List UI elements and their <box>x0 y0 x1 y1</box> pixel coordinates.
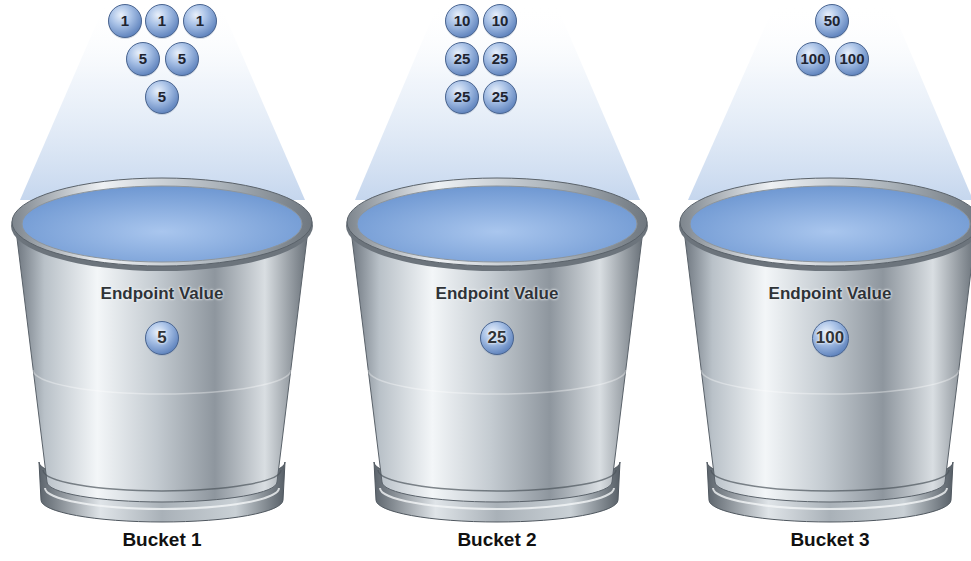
ball-value: 25 <box>488 327 507 349</box>
value-ball: 1 <box>182 3 218 39</box>
value-ball: 10 <box>444 3 480 39</box>
value-ball: 50 <box>814 3 850 39</box>
endpoint-label: Endpoint Value <box>675 283 971 305</box>
light-beam <box>688 4 971 200</box>
ball-value: 1 <box>196 12 204 30</box>
bucket-label: Bucket 3 <box>675 528 971 552</box>
bucket-node: Endpoint ValueBucket 1 5 <box>7 170 317 560</box>
bucket-drawing <box>342 170 652 560</box>
value-ball: 1 <box>107 3 143 39</box>
ball-value: 5 <box>178 50 186 68</box>
ball-value: 1 <box>158 12 166 30</box>
value-ball: 25 <box>482 41 518 77</box>
light-beam <box>20 4 305 200</box>
ball-value: 5 <box>139 50 147 68</box>
value-ball: 25 <box>444 41 480 77</box>
ball-value: 50 <box>824 12 841 30</box>
bucket-node: Endpoint ValueBucket 2 25 <box>342 170 652 560</box>
ball-value: 25 <box>492 50 509 68</box>
value-ball: 5 <box>164 41 200 77</box>
value-ball: 10 <box>482 3 518 39</box>
ball-value: 5 <box>157 327 166 349</box>
ball-value: 25 <box>492 88 509 106</box>
value-ball: 5 <box>125 41 161 77</box>
ball-value: 5 <box>158 88 166 106</box>
ball-value: 25 <box>454 88 471 106</box>
bucket-label: Bucket 2 <box>342 528 652 552</box>
light-beam <box>355 4 640 200</box>
bucket-drawing <box>675 170 971 560</box>
ball-value: 100 <box>800 50 825 68</box>
value-ball: 100 <box>834 41 870 77</box>
value-ball: 100 <box>811 319 850 358</box>
value-ball: 25 <box>479 320 515 356</box>
value-ball: 100 <box>795 41 831 77</box>
value-ball: 5 <box>144 320 180 356</box>
value-ball: 5 <box>144 79 180 115</box>
ball-value: 10 <box>454 12 471 30</box>
ball-value: 25 <box>454 50 471 68</box>
ball-value: 100 <box>816 327 844 349</box>
ball-value: 100 <box>839 50 864 68</box>
bucket-label: Bucket 1 <box>7 528 317 552</box>
endpoint-label: Endpoint Value <box>342 283 652 305</box>
bucket-drawing <box>7 170 317 560</box>
value-ball: 25 <box>482 79 518 115</box>
value-ball: 1 <box>144 3 180 39</box>
ball-value: 10 <box>492 12 509 30</box>
value-ball: 25 <box>444 79 480 115</box>
bucket-node: Endpoint ValueBucket 3 100 <box>675 170 971 560</box>
ball-value: 1 <box>121 12 129 30</box>
endpoint-label: Endpoint Value <box>7 283 317 305</box>
